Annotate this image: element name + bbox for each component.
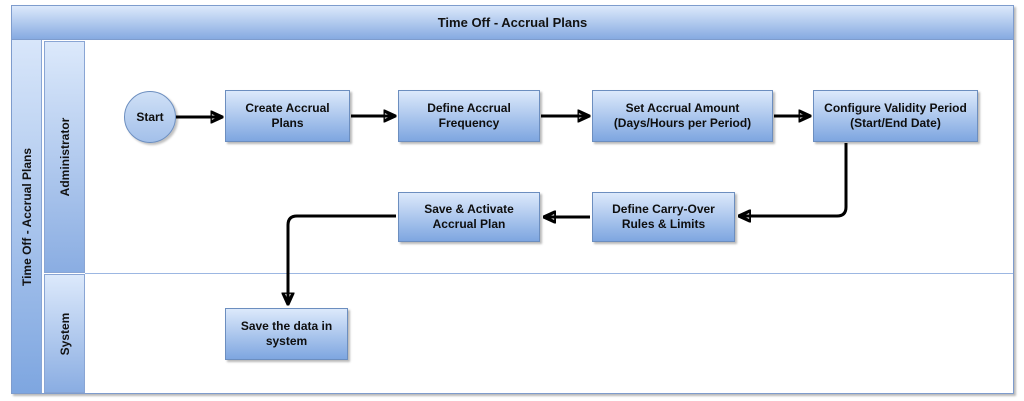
pool-header[interactable]: Time Off - Accrual Plans (12, 6, 1013, 40)
task-define-carry-over-rules[interactable]: Define Carry-Over Rules & Limits (592, 192, 735, 242)
start-event[interactable]: Start (124, 91, 176, 143)
task-create-accrual-plans[interactable]: Create Accrual Plans (225, 90, 350, 142)
task-label: Set Accrual Amount (Days/Hours per Perio… (613, 101, 752, 130)
lane-administrator[interactable]: Administrator (44, 41, 85, 273)
pool-vertical-label-text: Time Off - Accrual Plans (19, 147, 34, 286)
task-define-accrual-frequency[interactable]: Define Accrual Frequency (398, 90, 540, 142)
task-label: Save & Activate Accrual Plan (424, 202, 514, 231)
task-label: Create Accrual Plans (245, 101, 330, 130)
task-save-data-in-system[interactable]: Save the data in system (225, 308, 348, 360)
task-configure-validity-period[interactable]: Configure Validity Period (Start/End Dat… (813, 90, 978, 142)
task-save-activate-accrual-plan[interactable]: Save & Activate Accrual Plan (398, 192, 540, 242)
task-label: Save the data in system (240, 319, 333, 348)
lane-divider (85, 273, 1013, 274)
pool-title: Time Off - Accrual Plans (437, 15, 588, 30)
task-set-accrual-amount[interactable]: Set Accrual Amount (Days/Hours per Perio… (592, 90, 773, 142)
start-event-label: Start (136, 110, 164, 124)
lane-administrator-label: Administrator (57, 117, 72, 197)
task-label: Define Carry-Over Rules & Limits (612, 202, 715, 231)
lane-system-label: System (57, 312, 72, 355)
lane-system[interactable]: System (44, 274, 85, 393)
task-label: Define Accrual Frequency (427, 101, 511, 130)
task-label: Configure Validity Period (Start/End Dat… (824, 101, 967, 130)
pool-vertical-label[interactable]: Time Off - Accrual Plans (12, 40, 42, 393)
